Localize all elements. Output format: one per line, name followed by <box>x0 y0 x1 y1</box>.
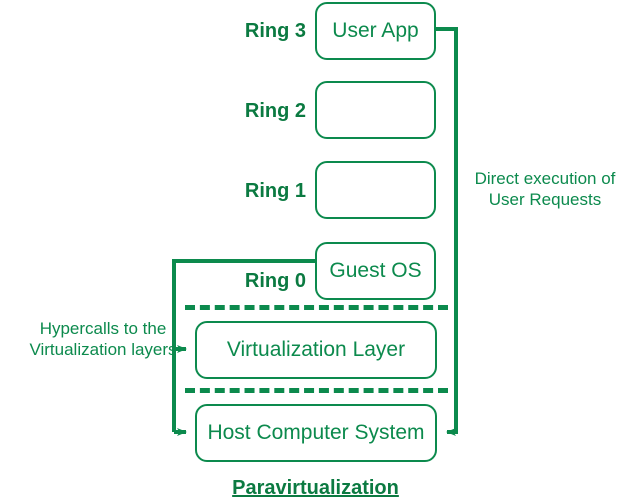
node-ring1-empty <box>315 161 436 219</box>
node-guest-os: Guest OS <box>315 242 436 300</box>
dashed-separator-virtlayer-host <box>185 388 448 393</box>
direct-execution-path <box>436 27 458 436</box>
node-ring2-empty <box>315 81 436 139</box>
annotation-hypercalls-line1: Hypercalls to the <box>39 319 167 338</box>
ring-label-1: Ring 1 <box>244 180 306 202</box>
ring-label-3: Ring 3 <box>244 20 306 42</box>
annotation-hypercalls-line2: Virtualization layers <box>29 340 177 360</box>
node-host-computer-system: Host Computer System <box>195 404 437 462</box>
annotation-direct-execution-line2: User Requests <box>488 190 602 210</box>
node-virtualization-layer: Virtualization Layer <box>195 321 437 379</box>
figure-caption: Paravirtualization <box>232 477 399 499</box>
ring-label-0: Ring 0 <box>244 270 306 292</box>
dashed-separator-ring0-virtlayer <box>185 305 448 310</box>
node-user-app: User App <box>315 2 436 60</box>
annotation-hypercalls: Hypercalls to the Virtualization layers <box>2 318 204 361</box>
ring-label-2: Ring 2 <box>244 100 306 122</box>
annotation-direct-execution: Direct execution of User Requests <box>462 168 628 211</box>
annotation-direct-execution-line1: Direct execution of <box>474 169 616 188</box>
